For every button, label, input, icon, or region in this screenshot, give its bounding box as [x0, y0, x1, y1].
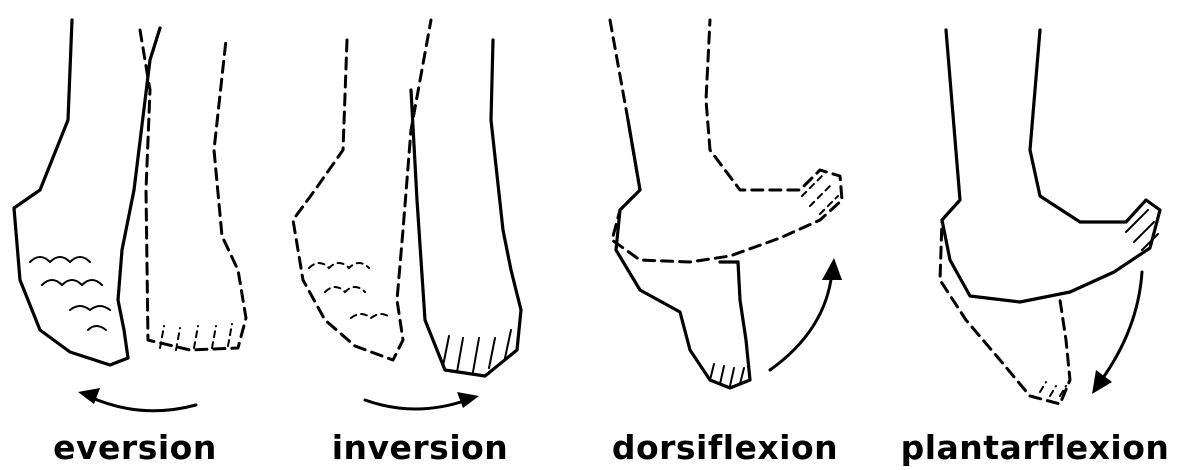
inversion-illustration: [285, 0, 555, 425]
dorsiflexion-panel: dorsiflexion: [580, 0, 870, 470]
inversion-panel: inversion: [285, 0, 555, 470]
neutral-foot-outline: [616, 120, 750, 388]
everted-foot-toes: [30, 257, 110, 330]
eversion-arrowhead: [78, 388, 100, 404]
inversion-arrow: [365, 400, 467, 409]
inversion-label: inversion: [285, 428, 555, 467]
plantarflexed-foot-outline: [940, 200, 1070, 404]
dorsiflexion-label: dorsiflexion: [580, 428, 870, 467]
everted-foot-outline: [14, 20, 160, 365]
plantarflexion-illustration: [890, 0, 1180, 425]
neutral-foot-toes: [309, 263, 391, 318]
neutral-foot-outline: [942, 30, 1160, 302]
dorsiflexion-arrow: [770, 272, 832, 370]
inversion-arrowhead: [457, 392, 479, 408]
eversion-arrow: [88, 396, 196, 411]
plantarflexion-label: plantarflexion: [890, 428, 1180, 467]
dorsiflexion-arrowhead: [822, 258, 842, 280]
eversion-illustration: [0, 0, 270, 425]
neutral-foot-outline: [293, 20, 431, 360]
plantarflexion-arrowhead: [1092, 370, 1112, 394]
eversion-label: eversion: [0, 428, 270, 467]
plantarflexed-foot-toes: [1040, 382, 1066, 396]
dorsiflexed-foot-outline: [610, 20, 842, 262]
inverted-foot-toes: [443, 330, 511, 372]
eversion-panel: eversion: [0, 0, 270, 470]
inverted-foot-outline: [411, 40, 521, 376]
neutral-foot-outline: [140, 30, 246, 350]
plantarflexion-panel: plantarflexion: [890, 0, 1180, 470]
plantarflexion-arrow: [1100, 272, 1142, 382]
dorsiflexion-illustration: [580, 0, 870, 425]
